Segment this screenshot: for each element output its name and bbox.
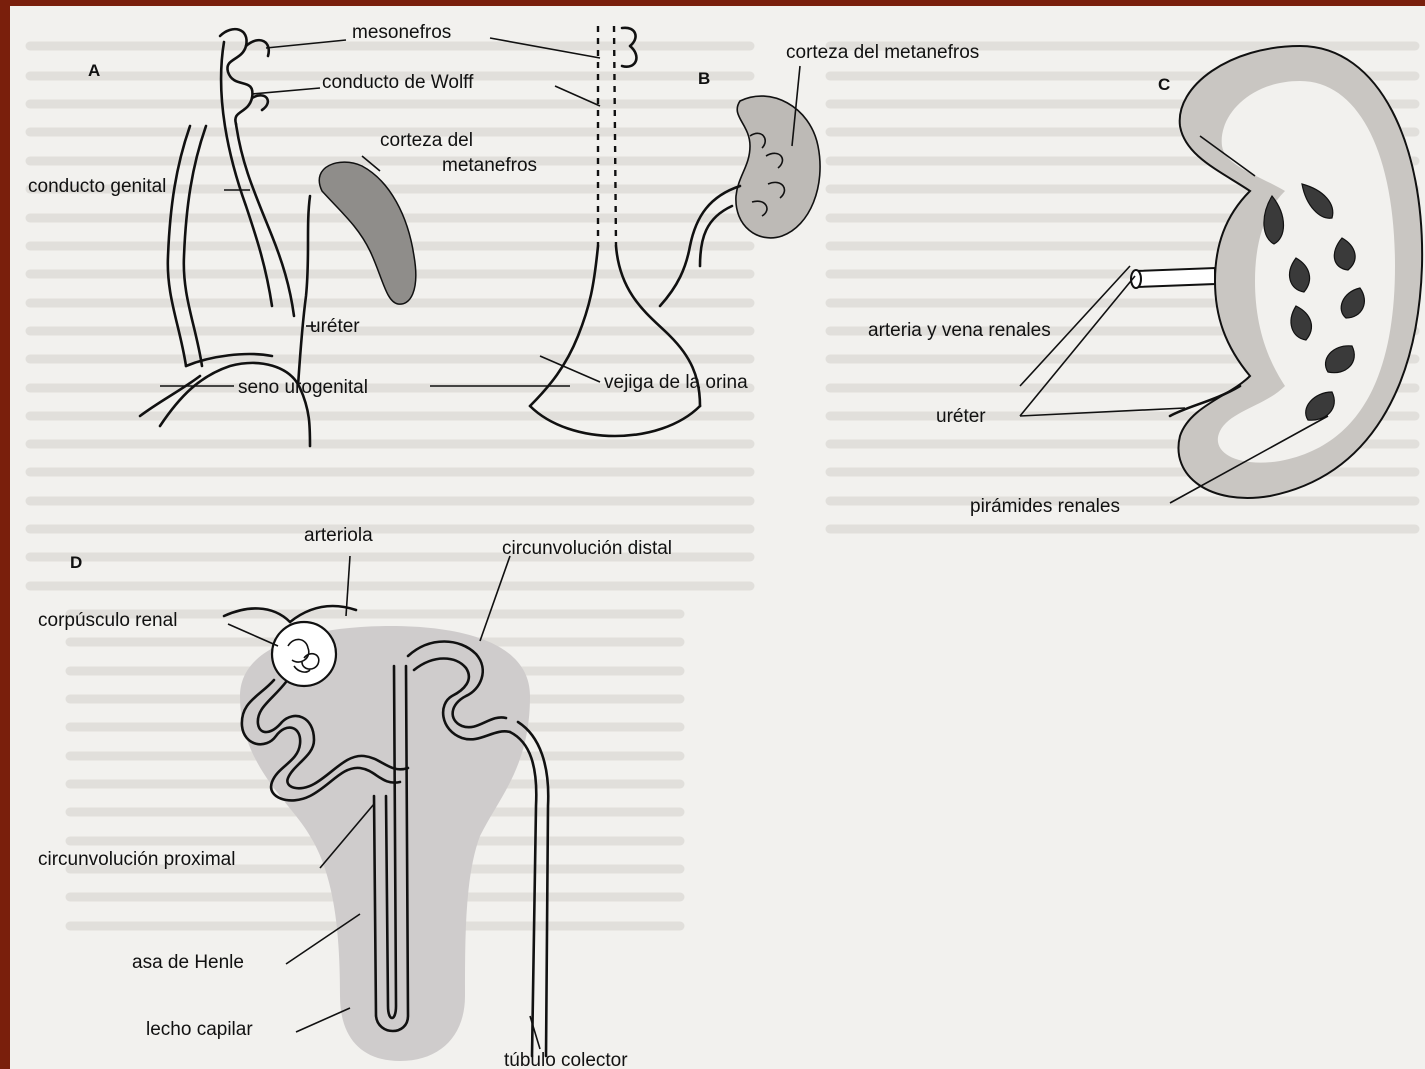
label-circ-proximal: circunvolución proximal	[38, 849, 235, 870]
renal-corpuscle	[272, 622, 336, 686]
label-corteza-metanefros-b: corteza del metanefros	[786, 42, 979, 63]
label-conducto-wolff: conducto de Wolff	[322, 72, 474, 93]
label-corteza-metanefros-a-line1: corteza del	[380, 130, 473, 151]
panel-letter-c: C	[1158, 75, 1170, 94]
label-vejiga: vejiga de la orina	[604, 372, 748, 393]
label-corteza-metanefros-a-line2: metanefros	[442, 155, 537, 176]
label-arteria-vena: arteria y vena renales	[868, 320, 1051, 341]
label-ureter-c: uréter	[936, 406, 986, 427]
label-corpusculo: corpúsculo renal	[38, 610, 177, 631]
panel-letter-d: D	[70, 553, 82, 572]
panel-letter-a: A	[88, 61, 100, 80]
label-asa-henle: asa de Henle	[132, 952, 244, 973]
label-circ-distal: circunvolución distal	[502, 538, 672, 559]
label-seno-urogenital: seno urogenital	[238, 377, 368, 398]
label-piramides: pirámides renales	[970, 496, 1120, 517]
label-lecho-capilar: lecho capilar	[146, 1019, 253, 1040]
label-conducto-genital: conducto genital	[28, 176, 166, 197]
label-mesonefros: mesonefros	[352, 22, 451, 43]
diagram-sheet: A B C D mesonefros conducto de Wolff cor…	[10, 6, 1425, 1069]
kidney-development-figure: A B C D mesonefros conducto de Wolff cor…	[10, 6, 1425, 1069]
panel-letter-b: B	[698, 69, 710, 88]
label-ureter-a: uréter	[310, 316, 360, 337]
label-arteriola: arteriola	[304, 525, 373, 546]
label-tubulo-colector: túbulo colector	[504, 1050, 628, 1069]
